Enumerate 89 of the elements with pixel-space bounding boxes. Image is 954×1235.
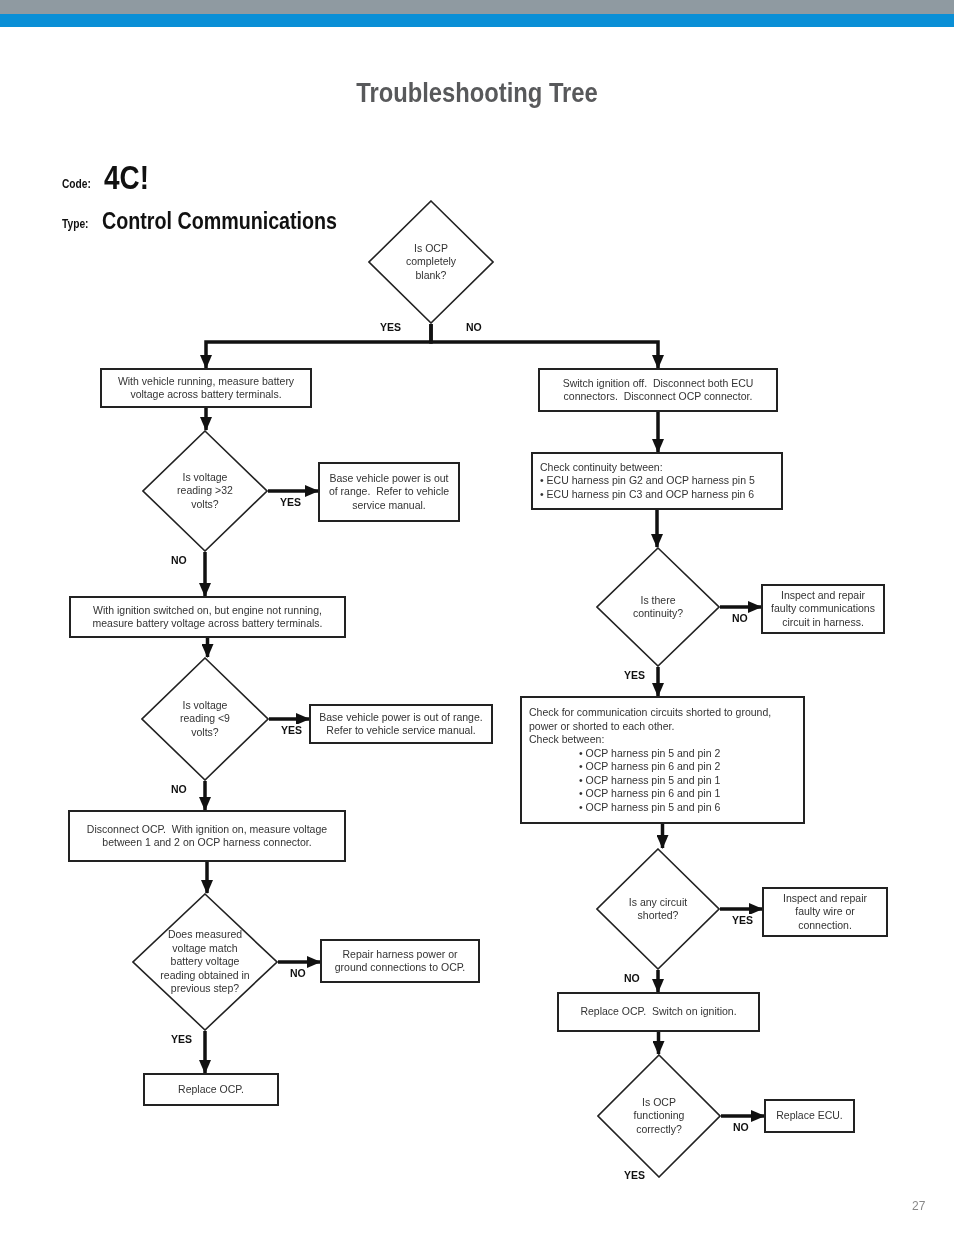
process-box	[764, 1099, 855, 1133]
edge-label: NO	[733, 1121, 749, 1133]
edge-label: YES	[171, 1033, 192, 1045]
process-box	[520, 696, 805, 824]
decision-diamond	[597, 1054, 721, 1178]
flow-arrow	[269, 713, 310, 725]
step-text: Replace OCP.	[178, 1082, 244, 1097]
edge-label: YES	[732, 914, 753, 926]
step-text: Replace ECU.	[776, 1109, 843, 1123]
step-text: Switch ignition off. Disconnect both ECU connectors. Disconnect OCP connector.	[561, 376, 755, 404]
page-number: 27	[912, 1199, 926, 1213]
step-text: Check continuity between:	[540, 460, 663, 475]
flow-arrow	[199, 781, 211, 811]
process-box	[68, 810, 346, 862]
code-value: 4C!	[104, 158, 149, 197]
flow-arrow	[652, 667, 664, 697]
step-text: Base vehicle power is out of range. Refer to vehicle service manual.	[318, 710, 484, 738]
step-text: With vehicle running, measure battery voltage across battery terminals.	[116, 374, 296, 402]
flow-arrow	[652, 970, 664, 993]
field-label: Type:	[62, 217, 89, 231]
edge-label: NO	[732, 612, 748, 624]
page-title: Troubleshooting Tree	[355, 78, 599, 109]
edge-label: NO	[171, 554, 187, 566]
process-box	[761, 584, 885, 634]
flow-arrow	[720, 601, 762, 613]
decision-diamond	[141, 657, 269, 781]
edge-label: YES	[280, 496, 301, 508]
step-text: Base vehicle power is out of range. Refer to vehicle service manual.	[327, 471, 451, 513]
step-text: Repair harness power or ground connections to OCP.	[333, 947, 467, 975]
step-text: • OCP harness pin 5 and pin 2	[579, 746, 721, 760]
process-box	[318, 462, 460, 522]
flow-arrow	[429, 324, 664, 369]
step-text: Replace OCP. Switch on ignition.	[580, 1005, 737, 1019]
process-box	[100, 368, 312, 408]
process-box	[69, 596, 346, 638]
edge-label: NO	[171, 783, 187, 795]
decision-diamond	[142, 430, 268, 552]
process-box	[557, 992, 760, 1032]
question-text: Is voltage reading >32 volts?	[176, 470, 234, 512]
flow-arrow	[652, 412, 664, 453]
flow-arrow	[278, 956, 321, 968]
branch-label: YES	[624, 1169, 645, 1181]
step-text: Check for communication circuits shorted to ground, power or shorted to each other.	[529, 706, 773, 733]
flow-arrow	[268, 485, 319, 497]
process-box	[320, 939, 480, 983]
flow-arrow	[199, 552, 211, 597]
step-text: • OCP harness pin 6 and pin 2	[579, 760, 721, 774]
step-text: • ECU harness pin G2 and OCP harness pin 5	[540, 474, 755, 488]
step-text: Check between:	[529, 733, 605, 747]
flow-arrow	[720, 903, 763, 915]
flow-arrow	[201, 638, 214, 658]
process-box	[538, 368, 778, 412]
flow-arrow	[656, 824, 669, 849]
type-value: Control Communications	[102, 207, 338, 235]
question-text: Is any circuit shorted?	[627, 895, 689, 923]
edge-label: NO	[290, 967, 306, 979]
step-text: With ignition switched on, but engine not running, measure battery voltage across battery terminals.	[91, 603, 324, 631]
edge-label: NO	[466, 321, 482, 333]
question-text: Is there continuity?	[631, 593, 685, 621]
step-text: Inspect and repair faulty wire or connection.	[781, 891, 869, 933]
flow-arrow	[652, 1032, 665, 1055]
step-text: Inspect and repair faulty communications circuit in harness.	[770, 588, 876, 630]
decision-diamond	[596, 848, 720, 970]
step-text: Disconnect OCP. With ignition on, measure voltage between 1 and 2 on OCP harness connector.	[85, 822, 329, 850]
process-box	[309, 704, 493, 744]
question-text: Is voltage reading <9 volts?	[179, 698, 231, 740]
edge-label: YES	[281, 724, 302, 736]
question-text: Is OCP completely blank?	[404, 241, 458, 283]
step-text: • OCP harness pin 5 and pin 6	[579, 800, 721, 814]
field-label: Code:	[62, 177, 91, 191]
decision-diamond	[132, 893, 278, 1031]
question-text: Does measured voltage match battery voltage reading obtained in previous step?	[159, 928, 251, 996]
step-text: • OCP harness pin 6 and pin 1	[579, 787, 721, 801]
flow-arrow	[199, 1031, 211, 1074]
edge-label: NO	[624, 972, 640, 984]
edge-label: YES	[380, 321, 401, 333]
process-box	[143, 1073, 279, 1106]
question-text: Is OCP functioning correctly?	[632, 1095, 686, 1137]
step-text: • OCP harness pin 5 and pin 1	[579, 773, 721, 787]
flow-arrow	[721, 1110, 765, 1122]
step-text: • ECU harness pin C3 and OCP harness pin 6	[540, 487, 755, 502]
process-box	[762, 887, 888, 937]
flow-arrow	[200, 408, 212, 431]
flow-arrow	[201, 862, 213, 894]
process-box	[531, 452, 783, 510]
decision-diamond	[368, 200, 494, 324]
flow-arrow	[651, 510, 663, 548]
decision-diamond	[596, 547, 720, 667]
edge-label: YES	[624, 669, 645, 681]
